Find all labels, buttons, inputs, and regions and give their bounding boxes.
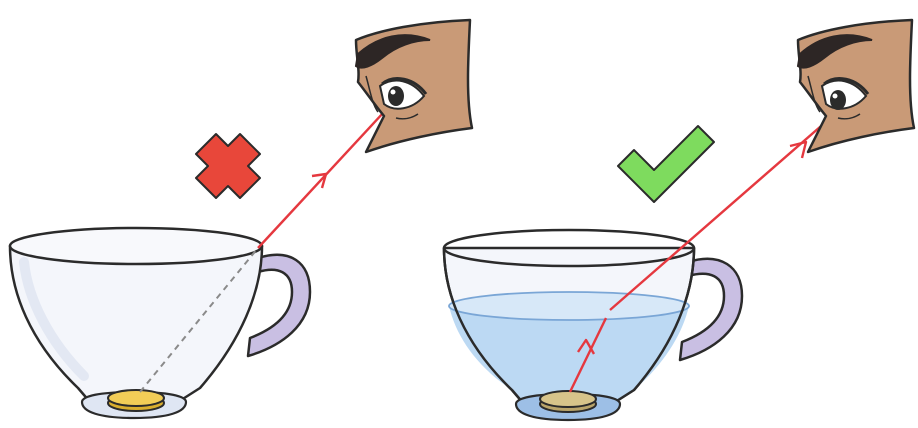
- water-surface: [449, 292, 689, 320]
- cross-icon: [196, 134, 260, 198]
- light-ray: [258, 112, 384, 248]
- right-panel: [444, 20, 914, 420]
- coin-right: [540, 391, 596, 412]
- left-panel: [10, 20, 472, 418]
- observer-face: [356, 20, 472, 152]
- checkmark-icon: [618, 126, 714, 202]
- cup-rim: [10, 228, 262, 264]
- coin: [108, 390, 164, 411]
